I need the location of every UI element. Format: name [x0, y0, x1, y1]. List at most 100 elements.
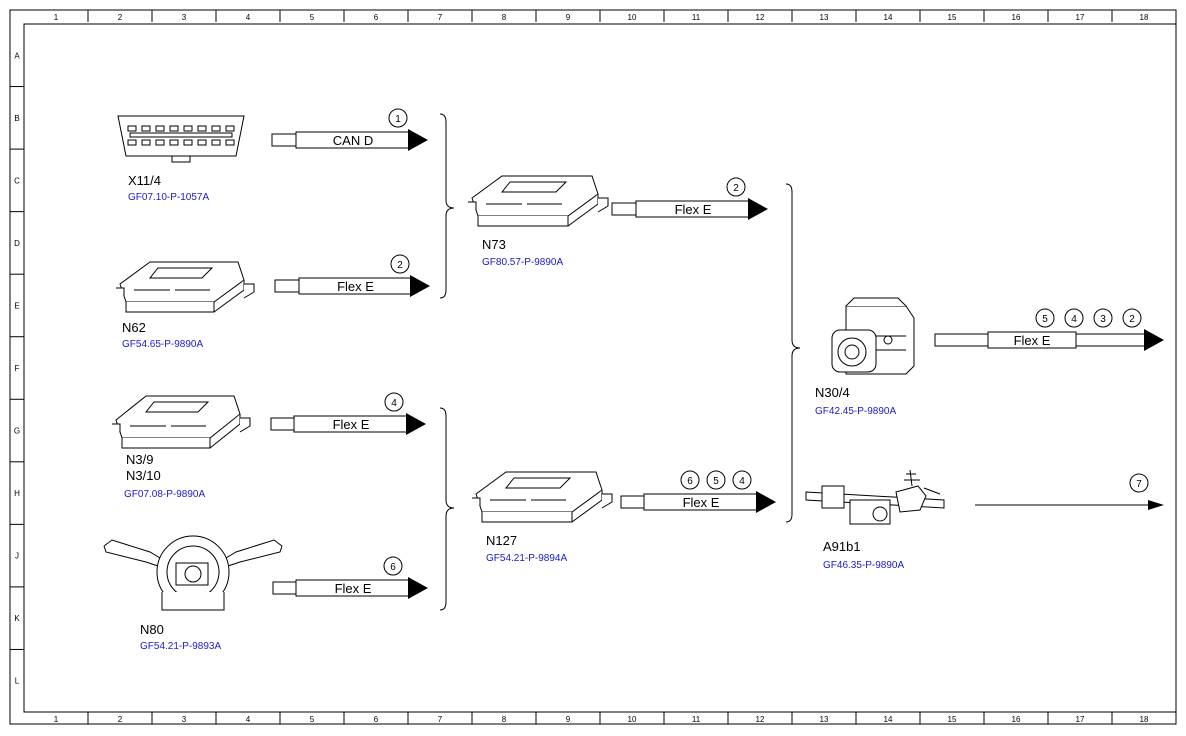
connection-number-label: 3 — [1100, 314, 1106, 325]
grid-col-top: 14 — [884, 13, 893, 22]
n62-module[interactable]: N62 GF54.65-P-9890A — [116, 261, 255, 350]
connection-number-circle — [1064, 308, 1084, 328]
grid-row-label: A — [14, 51, 20, 60]
bus-name-label: Flex E — [333, 417, 370, 432]
n3-9-control-unit-icon — [112, 395, 251, 449]
n80-ref-link[interactable]: GF54.21-P-9893A — [140, 641, 221, 652]
grid-col-top: 3 — [182, 13, 187, 22]
grid-col-bottom: 6 — [374, 715, 379, 724]
arrow-head-icon — [410, 275, 430, 297]
connection-number-circle — [390, 254, 410, 274]
grid-col-bottom: 15 — [948, 715, 957, 724]
bus-n62[interactable]: Flex E 2 — [274, 254, 430, 297]
a91b1-ref-link[interactable]: GF46.35-P-9890A — [823, 560, 904, 571]
n127-module[interactable]: N127 GF54.21-P-9894A — [472, 471, 613, 564]
connection-number-circle — [680, 470, 700, 490]
grid-col-top: 15 — [948, 13, 957, 22]
grid-col-bottom: 18 — [1140, 715, 1149, 724]
connection-number-circle — [383, 556, 403, 576]
n62-ref-link[interactable]: GF54.65-P-9890A — [122, 339, 203, 350]
n80-module[interactable]: N80 GF54.21-P-9893A — [103, 535, 283, 652]
grid-row-label: G — [14, 427, 20, 436]
x11-4-ref-link[interactable]: GF07.10-P-1057A — [128, 192, 209, 203]
connection-number-label: 2 — [733, 183, 739, 194]
connection-number-label: 5 — [713, 476, 719, 487]
x11-4-connector[interactable]: X11/4 GF07.10-P-1057A — [117, 115, 245, 203]
grid-col-bottom: 8 — [502, 715, 507, 724]
a91b1-module[interactable]: A91b1 GF46.35-P-9890A — [805, 469, 945, 571]
n30-4-ref-link[interactable]: GF42.45-P-9890A — [815, 406, 896, 417]
grid-col-bottom: 7 — [438, 715, 443, 724]
obd-connector-icon — [117, 115, 245, 163]
brace-bottom-left — [439, 407, 455, 611]
connection-number-label: 4 — [391, 398, 397, 409]
connection-number-label: 1 — [395, 114, 401, 125]
bus-n73[interactable]: Flex E2 — [611, 177, 768, 220]
grid-col-bottom: 2 — [118, 715, 123, 724]
connection-number-circle — [388, 108, 408, 128]
connection-number-label: 2 — [1129, 314, 1135, 325]
grid-col-top: 16 — [1012, 13, 1021, 22]
grid-row-label: L — [15, 677, 20, 686]
grid-col-top: 9 — [566, 13, 571, 22]
grid-col-top: 11 — [692, 13, 701, 22]
grid-col-top: 12 — [756, 13, 765, 22]
arrow-head-icon — [408, 129, 428, 151]
grid-col-bottom: 14 — [884, 715, 893, 724]
grid-row-label: K — [14, 614, 20, 623]
braces — [439, 113, 801, 611]
n3-10-label: N3/10 — [126, 468, 161, 483]
connection-number-circle — [706, 470, 726, 490]
grid-col-bottom: 5 — [310, 715, 315, 724]
grid-col-bottom: 3 — [182, 715, 187, 724]
bus-name-label: Flex E — [337, 279, 374, 294]
bus-n127[interactable]: Flex E 6 5 4 — [620, 470, 776, 513]
grid-col-top: 18 — [1140, 13, 1149, 22]
brace-top-left — [439, 113, 455, 299]
bus-name-label: Flex E — [683, 495, 720, 510]
bus-x11-4[interactable]: CAN D1 — [271, 108, 428, 151]
n127-ref-link[interactable]: GF54.21-P-9894A — [486, 553, 567, 564]
connection-number-label: 2 — [397, 260, 403, 271]
grid-col-bottom: 9 — [566, 715, 571, 724]
grid-col-bottom: 17 — [1076, 715, 1085, 724]
grid-col-top: 8 — [502, 13, 507, 22]
x11-4-label: X11/4 — [128, 173, 161, 188]
grid-col-bottom: 11 — [692, 715, 701, 724]
grid-col-top: 13 — [820, 13, 829, 22]
arrow-head-icon — [408, 577, 428, 599]
arrow-head-icon — [748, 198, 768, 220]
n3-9-module[interactable]: N3/9 N3/10 GF07.08-P-9890A — [112, 395, 251, 500]
n73-ref-link[interactable]: GF80.57-P-9890A — [482, 257, 563, 268]
grid-col-top: 4 — [246, 13, 251, 22]
grid-ticks: 1122334455667788991010111112121313141415… — [10, 10, 1149, 724]
arrow-head-icon — [1148, 500, 1164, 510]
grid-col-bottom: 1 — [54, 715, 59, 724]
connection-number-label: 7 — [1136, 479, 1142, 490]
bus-n80[interactable]: Flex E6 — [272, 556, 428, 599]
connection-number-circle — [1035, 308, 1055, 328]
brace-right — [785, 183, 801, 523]
n30-4-module[interactable]: N30/4 GF42.45-P-9890A — [815, 297, 915, 417]
grid-col-bottom: 16 — [1012, 715, 1021, 724]
arrow-head-icon — [756, 491, 776, 513]
grid-col-bottom: 4 — [246, 715, 251, 724]
connection-number-circle — [1129, 473, 1149, 493]
connection-number-label: 6 — [687, 476, 693, 487]
bus-a91b1[interactable]: 7 — [975, 473, 1164, 510]
n73-module[interactable]: N73 GF80.57-P-9890A — [468, 175, 609, 268]
connection-number-label: 4 — [1071, 314, 1077, 325]
n3-9-ref-link[interactable]: GF07.08-P-9890A — [124, 489, 205, 500]
grid-col-bottom: 12 — [756, 715, 765, 724]
bus-n3-9[interactable]: Flex E 4 — [270, 392, 426, 435]
connection-number-circle — [384, 392, 404, 412]
connection-number-label: 5 — [1042, 314, 1048, 325]
arrow-head-icon — [1144, 329, 1164, 351]
connection-number-label: 4 — [739, 476, 745, 487]
n62-label: N62 — [122, 320, 146, 335]
grid-col-top: 1 — [54, 13, 59, 22]
